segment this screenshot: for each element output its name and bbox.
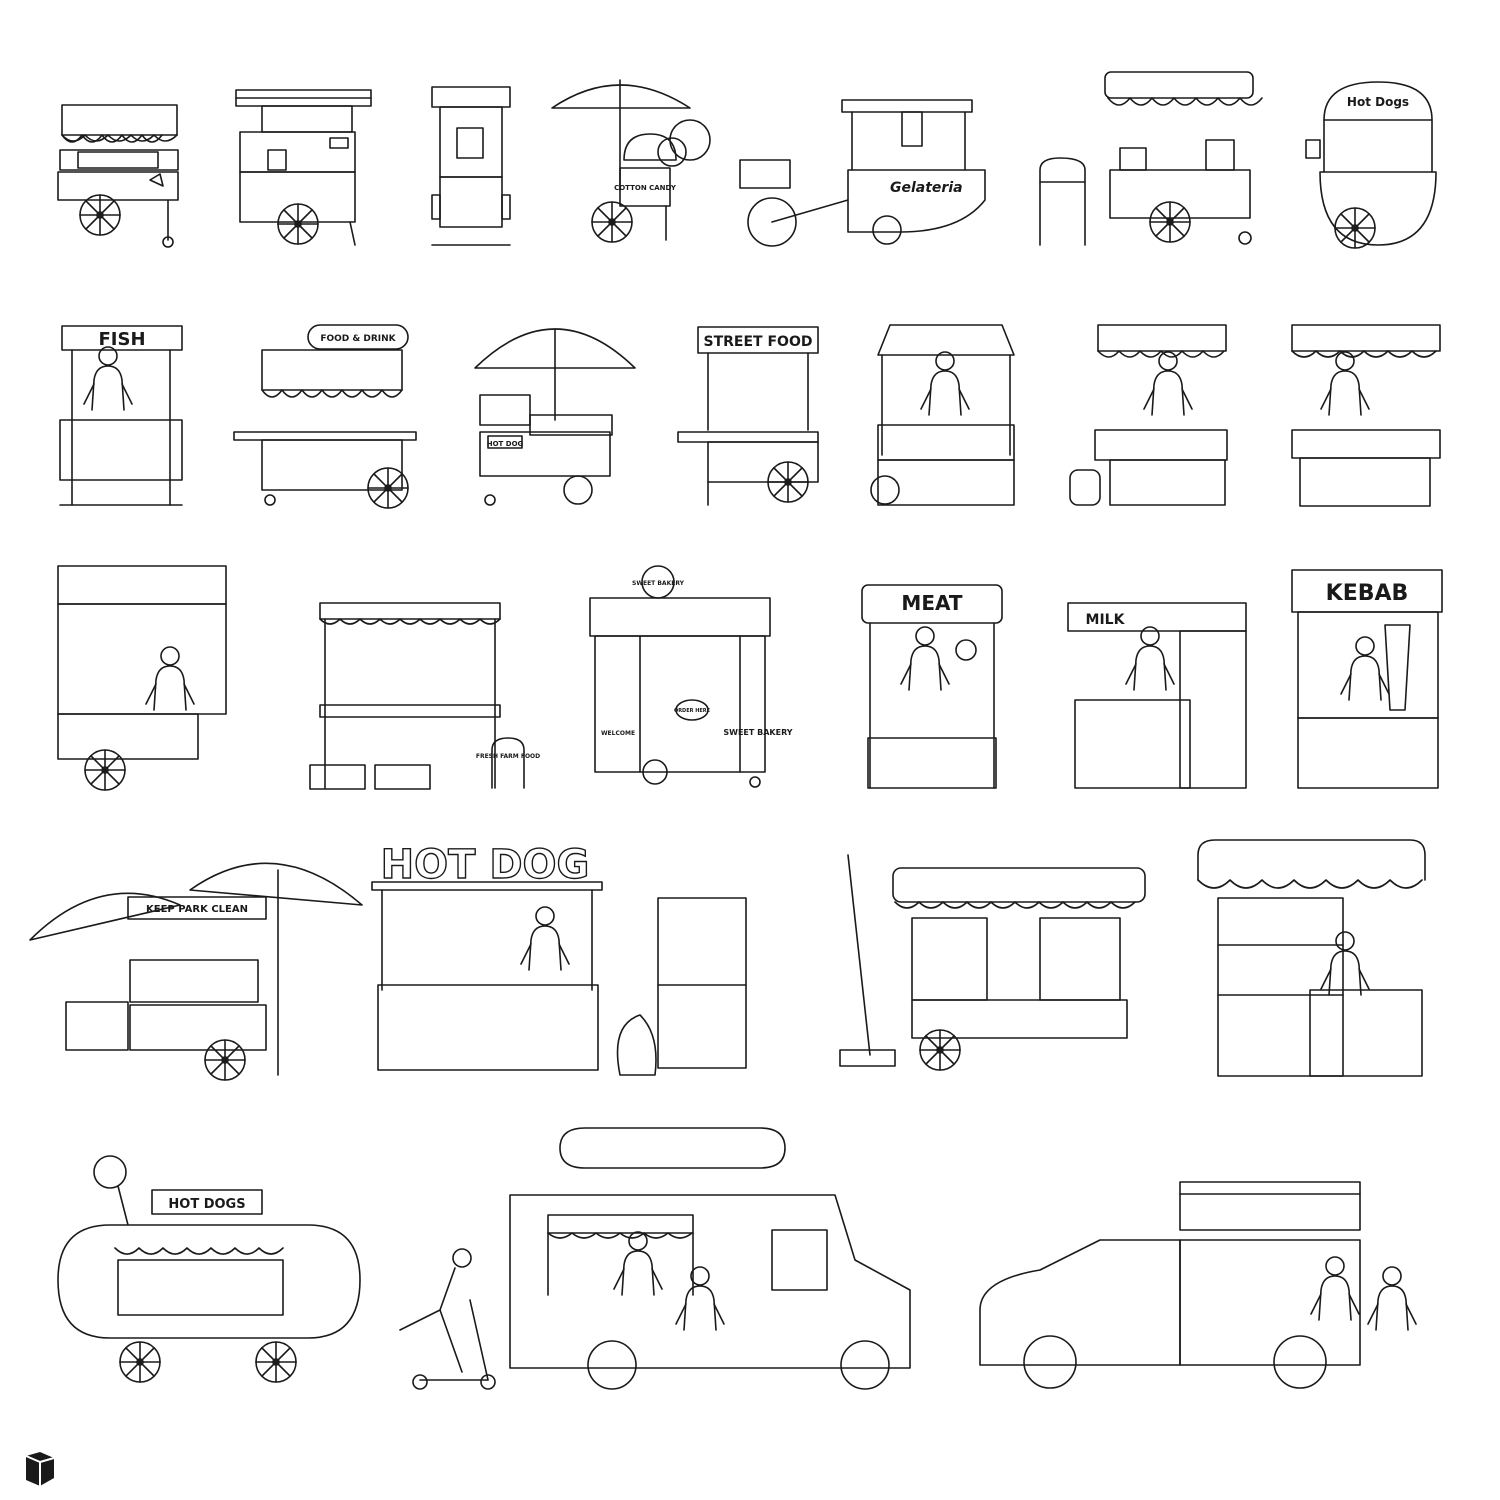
tricycle-gelateria: Gelateria <box>739 99 986 247</box>
cart-street-food: STREET FOOD <box>677 326 819 506</box>
welcome-sign: WELCOME <box>601 730 635 737</box>
cart-coffee <box>1104 71 1263 245</box>
counter-hot-dog: HOT DOG <box>371 841 603 1071</box>
cotton-candy-sign: COTTON CANDY <box>614 184 677 192</box>
gelateria-sign: Gelateria <box>890 180 963 196</box>
stall-fruit <box>1291 324 1441 507</box>
cart-food-drink: FOOD & DRINK <box>233 324 417 509</box>
stall-snacks-customer <box>57 565 227 791</box>
kebab-sign: KEBAB <box>1326 581 1409 606</box>
cart-ice-cream <box>57 104 179 248</box>
stall-milk: MILK <box>1067 602 1247 789</box>
cart-popcorn <box>839 854 1146 1071</box>
hot-dog-cart-sign: HOT DOG <box>487 440 524 448</box>
stall-grains <box>1069 324 1228 506</box>
food-drink-sign: FOOD & DRINK <box>320 334 396 344</box>
sweet-bakery-side-sign: SWEET BAKERY <box>723 728 792 737</box>
stall-kebab: KEBAB <box>1291 569 1443 789</box>
cart-hot-dogs-round: Hot Dogs <box>1305 81 1437 249</box>
cart-grill <box>235 89 372 246</box>
stall-vegetables <box>870 324 1015 506</box>
hot-dogs-round-sign: Hot Dogs <box>1347 95 1409 109</box>
cart-cotton-candy: COTTON CANDY <box>551 79 711 243</box>
hot-dogs-trailer-sign: HOT DOGS <box>168 1197 245 1212</box>
sweet-bakery-top-sign: SWEET BAKERY <box>632 580 685 587</box>
trailer-hot-dogs: HOT DOGS <box>57 1155 361 1383</box>
cart-juice <box>431 86 511 246</box>
order-here-sign: ORDER HERE <box>674 708 711 714</box>
cart-hot-dog-umbrella: HOT DOG <box>474 328 636 506</box>
cube-logo-icon <box>18 1452 58 1488</box>
cart-keep-park-clean: KEEP PARK CLEAN <box>29 862 363 1081</box>
a-frame-sign <box>1039 157 1086 246</box>
fresh-farm-food-sign: FRESH FARM FOOD <box>476 753 540 760</box>
stall-meat: MEAT <box>861 584 1003 789</box>
cart-sweet-bakery: SWEET BAKERY WELCOME ORDER HERE SWEET BA… <box>589 565 793 788</box>
meat-sign: MEAT <box>901 591 962 615</box>
street-food-sign: STREET FOOD <box>704 334 813 350</box>
fish-sign: FISH <box>98 329 145 350</box>
truck-hot-dog <box>509 1127 911 1390</box>
hot-dog-big-sign: HOT DOG <box>381 842 590 888</box>
truck-coffee <box>979 1181 1417 1389</box>
stall-fresh-farm: FRESH FARM FOOD <box>309 602 540 790</box>
keep-park-clean-sign: KEEP PARK CLEAN <box>146 904 248 915</box>
stall-bakery <box>1197 839 1426 1077</box>
fridge-cabinet <box>616 897 747 1076</box>
milk-sign: MILK <box>1086 612 1126 628</box>
person-scooter <box>399 1248 496 1390</box>
stall-fish: FISH <box>59 325 183 506</box>
